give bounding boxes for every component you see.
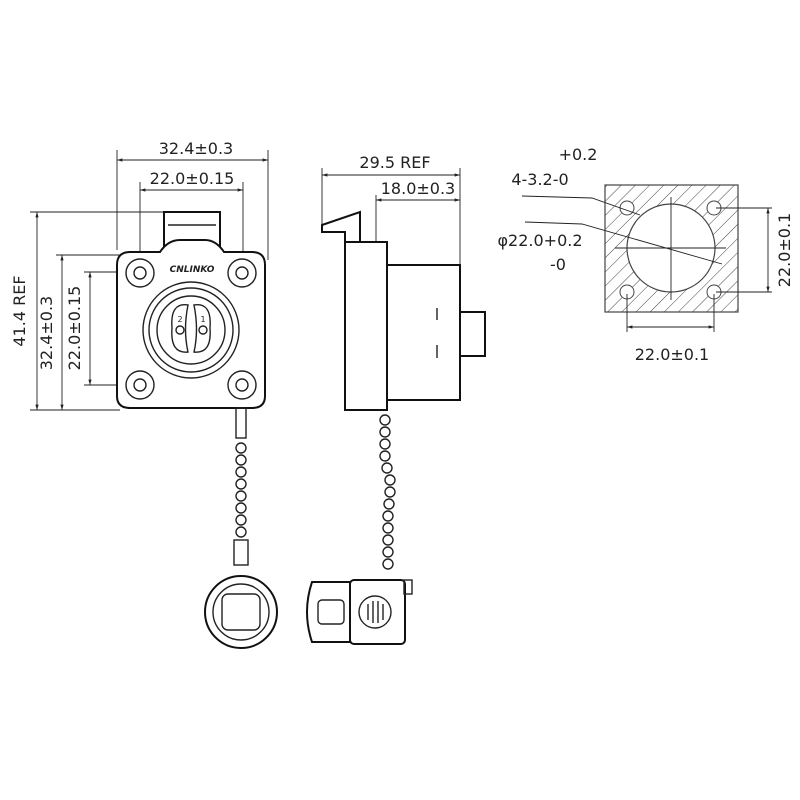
lanyard-chain-side	[379, 414, 396, 570]
dim-vertical: 22.0±0.1	[775, 213, 794, 287]
dim-height-inner: 22.0±0.15	[65, 286, 84, 371]
dust-cap-front	[204, 575, 278, 649]
dim-height-ref: 41.4 REF	[10, 275, 29, 346]
dim-depth-ref: 29.5 REF	[359, 153, 430, 172]
front-view: 32.4±0.3 22.0±0.15 41.4 REF 32.4±0.3 22.…	[10, 139, 278, 649]
dim-height-outer: 32.4±0.3	[37, 296, 56, 370]
body-side	[386, 264, 461, 401]
latch-side	[321, 210, 361, 243]
logo: CNLINKO	[170, 265, 215, 275]
front-dimensions: 32.4±0.3 22.0±0.15 41.4 REF 32.4±0.3 22.…	[10, 139, 269, 411]
bore-spec: φ22.0+0.2	[497, 231, 582, 250]
side-view: 29.5 REF 18.0±0.3	[306, 153, 486, 645]
dim-depth-body: 18.0±0.3	[381, 179, 455, 198]
lanyard-chain	[233, 407, 249, 566]
dim-width-inner: 22.0±0.15	[150, 169, 235, 188]
contact-1	[193, 304, 211, 353]
hole-spec: 4-3.2-0	[511, 170, 568, 189]
dim-horizontal: 22.0±0.1	[635, 345, 709, 364]
bore-tol-lower: -0	[550, 255, 566, 274]
rear-terminal	[459, 311, 486, 357]
dim-width-outer: 32.4±0.3	[159, 139, 233, 158]
contact-2	[171, 304, 189, 353]
flange-side	[344, 241, 388, 411]
hole-tol-upper: +0.2	[559, 145, 598, 164]
panel-cutout: +0.2 4-3.2-0 φ22.0+0.2 -0 22.0±0.1 22.0±…	[497, 145, 794, 364]
flange-body	[116, 239, 266, 409]
pin-label-1: 1	[200, 315, 205, 324]
pin-label-2: 2	[177, 315, 182, 324]
dust-cap-side	[306, 579, 413, 645]
mounting-holes	[125, 258, 257, 400]
